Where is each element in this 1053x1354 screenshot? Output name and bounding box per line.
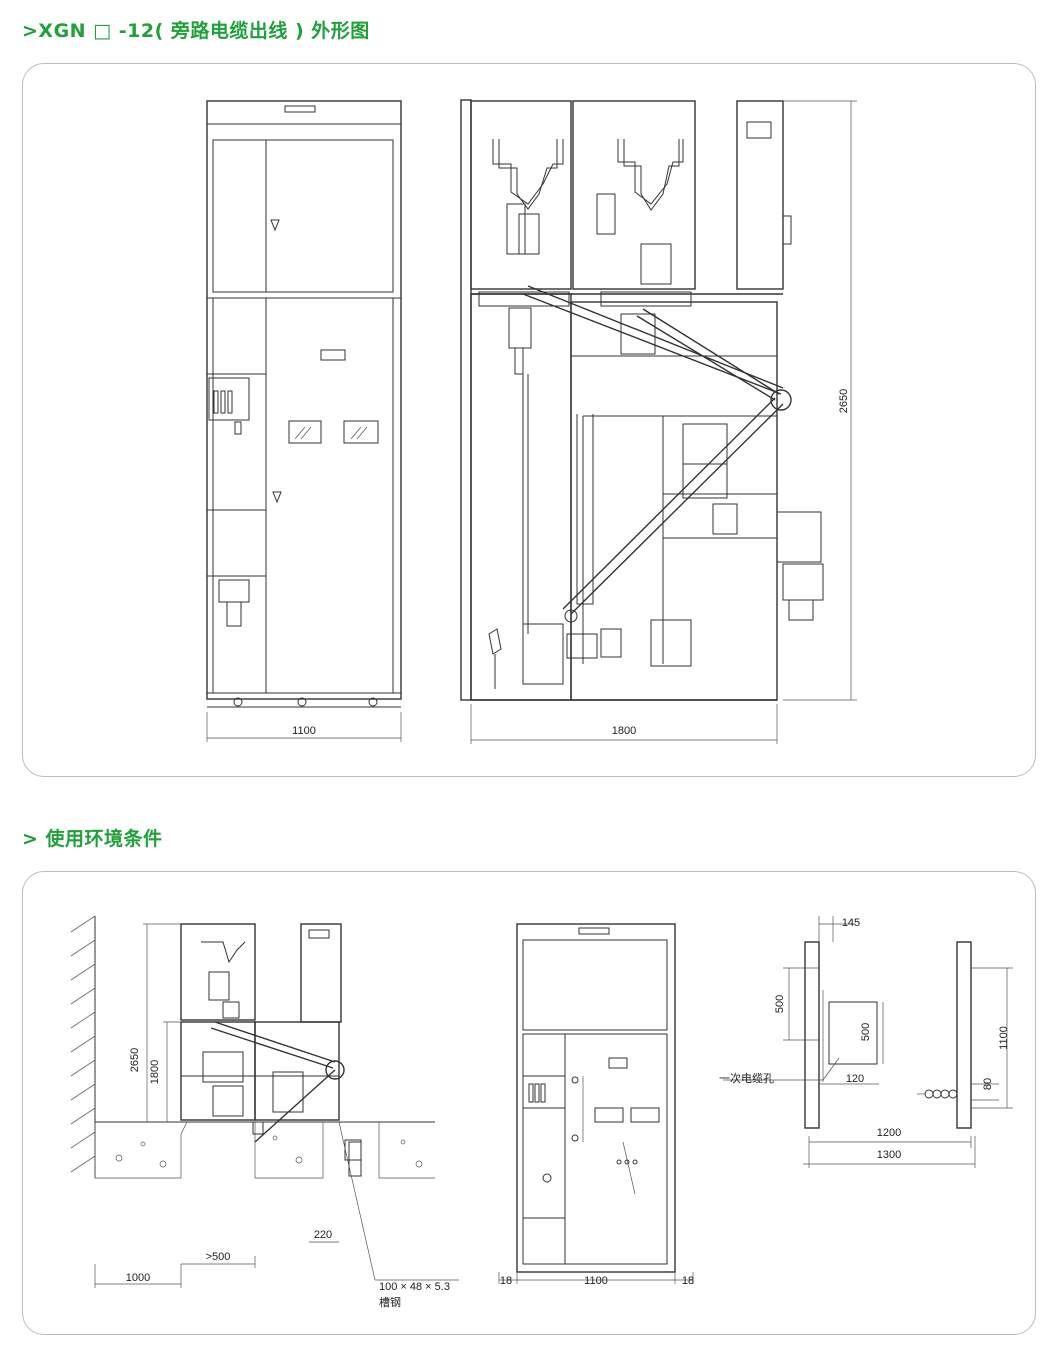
front-view-cabinet xyxy=(206,100,402,742)
plan-dimension-1300: 1300 xyxy=(877,1149,901,1161)
wall-clearance-dimension: 1000 xyxy=(126,1272,150,1284)
side-depth-dimension: 1800 xyxy=(612,725,636,737)
plan-dimension-1200: 1200 xyxy=(877,1127,901,1139)
aisle-gap-dimension: >500 xyxy=(206,1251,231,1263)
plan-dimension-1100: 1100 xyxy=(998,1026,1010,1050)
installation-drawing: 2650 1800 1000 >500 220 100 × 48 × 5.3 槽… xyxy=(70,915,1013,1309)
installation-side-view xyxy=(70,915,459,1288)
front-width-dimension: 1100 xyxy=(292,725,316,737)
front-margin-right: 18 xyxy=(682,1275,694,1287)
height-dimension: 2650 xyxy=(838,389,850,413)
section-title-outline: >XGN □ -12( 旁路电缆出线 ) 外形图 xyxy=(22,20,370,42)
floor-plan-view xyxy=(723,916,1013,1168)
front-width-dimension-2: 1100 xyxy=(584,1275,608,1287)
cable-hole-label: 一次电缆孔 xyxy=(719,1071,774,1085)
channel-name-label: 槽钢 xyxy=(379,1296,401,1309)
section-title-conditions: > 使用环境条件 xyxy=(22,828,163,850)
channel-offset-dimension: 220 xyxy=(314,1229,332,1241)
plan-dimension-145: 145 xyxy=(842,917,860,929)
plan-dimension-120: 120 xyxy=(846,1073,864,1085)
installation-drawing-panel: 2650 1800 1000 >500 220 100 × 48 × 5.3 槽… xyxy=(22,871,1036,1335)
side-height-lower: 1800 xyxy=(149,1060,161,1084)
outline-drawing-panel: 1100 xyxy=(22,63,1036,777)
plan-dimension-500a: 500 xyxy=(774,995,786,1013)
plan-dimension-500b: 500 xyxy=(860,1023,872,1041)
front-margin-left: 18 xyxy=(500,1275,512,1287)
channel-size-label: 100 × 48 × 5.3 xyxy=(379,1281,450,1293)
plan-dimension-80: 80 xyxy=(982,1078,994,1090)
side-view-cabinet xyxy=(460,99,857,744)
side-height-total: 2650 xyxy=(129,1048,141,1072)
outline-drawing: 1100 xyxy=(206,99,857,744)
installation-front-view xyxy=(498,923,694,1284)
